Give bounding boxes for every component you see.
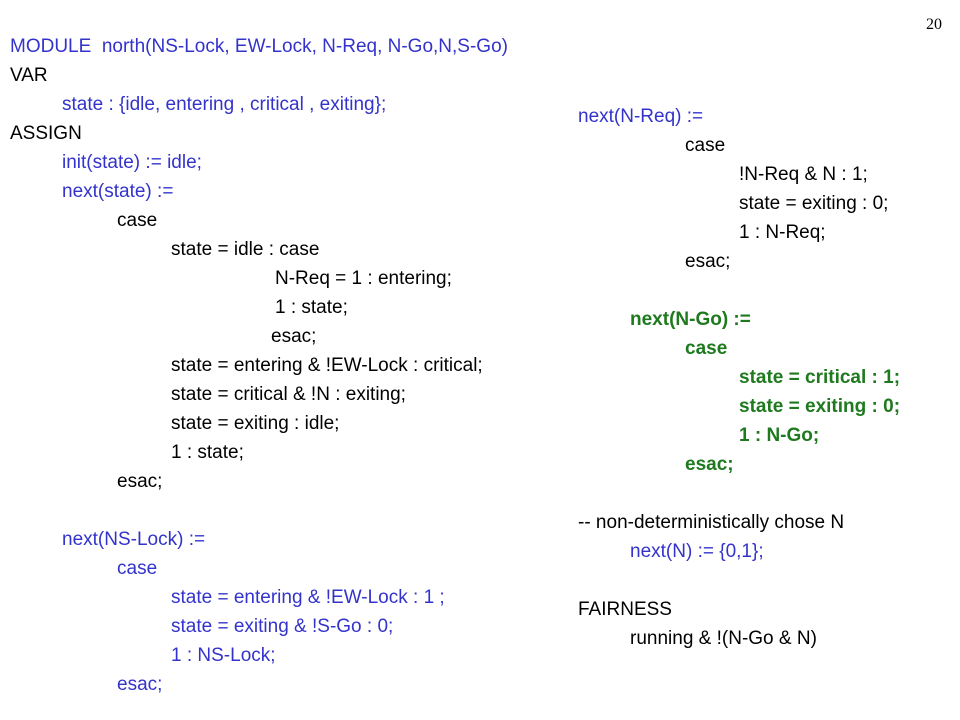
code-line: next(state) := [62,181,174,202]
left-code-block: MODULE north(NS-Lock, EW-Lock, N-Req, N-… [10,32,508,699]
code-line: case [685,338,728,359]
code-line: esac; [271,326,317,347]
code-line: next(NS-Lock) := [62,529,206,550]
code-line: ASSIGN [10,123,82,144]
code-line: 1 : state; [171,442,244,463]
code-line [578,479,900,508]
code-line: state = critical & !N : exiting; [171,384,406,405]
code-line: next(N) := {0,1}; [630,541,764,562]
right-code-block: next(N-Req) := case !N-Req & N : 1; state =… [578,102,900,653]
code-line: VAR [10,65,48,86]
code-line: !N-Req & N : 1; [739,164,868,185]
code-line: init(state) := idle; [62,152,202,173]
code-line: state = entering & !EW-Lock : 1 ; [171,587,445,608]
code-line: case [117,558,158,579]
code-line: MODULE north(NS-Lock, EW-Lock, N-Req, N-… [10,36,508,57]
code-line: 1 : NS-Lock; [171,645,276,666]
code-line: state = entering & !EW-Lock : critical; [171,355,483,376]
code-line: state : {idle, entering , critical , exi… [62,94,387,115]
code-line: esac; [117,674,163,695]
code-line: state = critical : 1; [739,367,901,388]
code-line: esac; [117,471,163,492]
code-line: FAIRNESS [578,599,672,620]
code-line [578,276,900,305]
code-line: 1 : state; [275,297,348,318]
code-line: state = exiting & !S-Go : 0; [171,616,394,637]
code-line: case [117,210,158,231]
code-line: state = exiting : idle; [171,413,340,434]
code-line: next(N-Go) := [630,309,751,330]
code-line [10,496,508,525]
code-line: case [685,135,726,156]
page-number: 20 [926,16,942,33]
code-line: esac; [685,454,734,475]
code-line: N-Req = 1 : entering; [275,268,452,289]
code-line: running & !(N-Go & N) [630,628,817,649]
code-line: state = exiting : 0; [739,193,889,214]
code-line [578,566,900,595]
code-line: 1 : N-Req; [739,222,826,243]
code-line: esac; [685,251,731,272]
code-line: state = exiting : 0; [739,396,901,417]
code-line: 1 : N-Go; [739,425,820,446]
code-line: state = idle : case [171,239,320,260]
code-line: next(N-Req) := [578,106,704,127]
code-line: -- non-deterministically chose N [578,512,845,533]
